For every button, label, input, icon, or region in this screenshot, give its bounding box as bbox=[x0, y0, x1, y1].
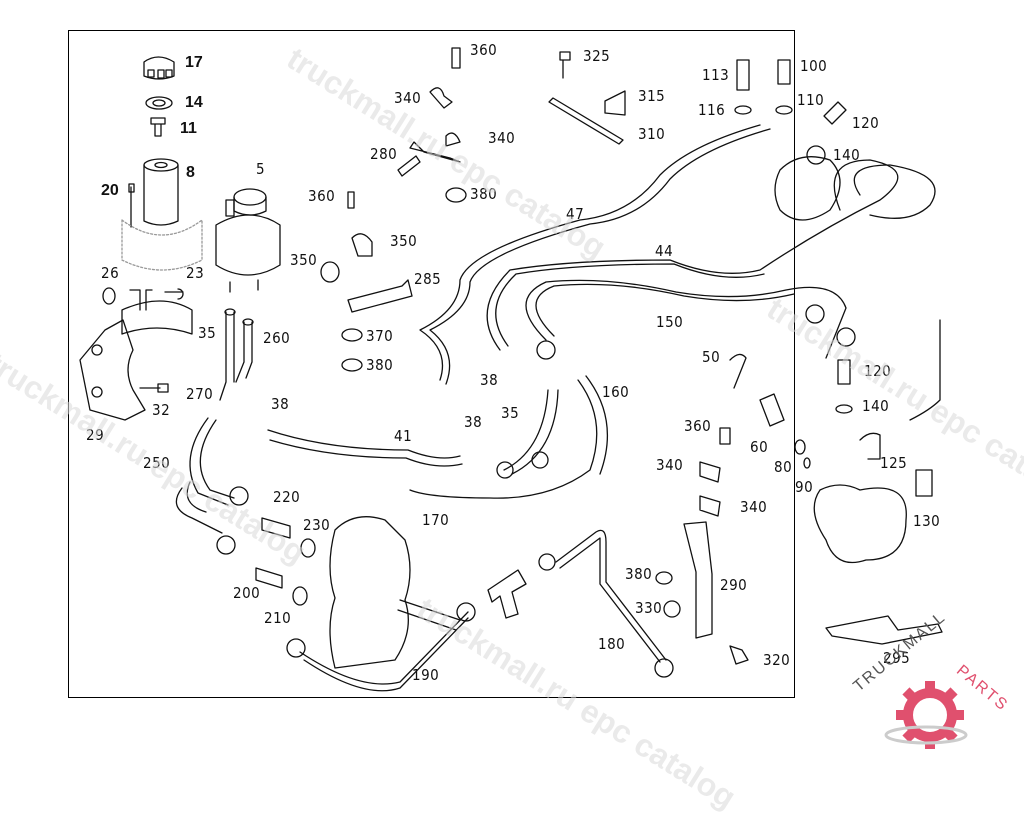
part-callout-140a[interactable]: 140 bbox=[833, 146, 861, 164]
part-callout-26[interactable]: 26 bbox=[101, 264, 120, 282]
gear-tooth bbox=[902, 728, 917, 743]
part-callout-360c[interactable]: 360 bbox=[684, 417, 712, 435]
part-callout-113[interactable]: 113 bbox=[702, 66, 730, 84]
lines-bottom bbox=[286, 529, 674, 692]
part-callout-80[interactable]: 80 bbox=[774, 458, 793, 476]
logo-gear-ring bbox=[903, 688, 957, 742]
part-callout-270[interactable]: 270 bbox=[186, 385, 214, 403]
part-callout-110[interactable]: 110 bbox=[797, 91, 825, 109]
reservoir-cap-part bbox=[143, 56, 175, 137]
part-callout-35a[interactable]: 35 bbox=[198, 324, 217, 342]
gear-tooth bbox=[925, 681, 935, 691]
part-callout-360a[interactable]: 360 bbox=[470, 41, 498, 59]
part-callout-280[interactable]: 280 bbox=[370, 145, 398, 163]
gear-tooth bbox=[943, 728, 958, 743]
part-callout-340a[interactable]: 340 bbox=[394, 89, 422, 107]
part-callout-340c[interactable]: 340 bbox=[656, 456, 684, 474]
filter-element-part bbox=[121, 158, 203, 271]
gear-tooth bbox=[954, 710, 964, 720]
part-callout-41[interactable]: 41 bbox=[394, 427, 413, 445]
part-callout-260[interactable]: 260 bbox=[263, 329, 291, 347]
diagram-viewer: 17 14 11 8 20 5 26 23 35 260 270 38 32 29 250 360 325 340… bbox=[0, 30, 1024, 816]
gear-tooth bbox=[902, 687, 917, 702]
part-callout-17[interactable]: 17 bbox=[185, 54, 203, 71]
fittings-left bbox=[255, 517, 316, 606]
part-callout-315[interactable]: 315 bbox=[638, 87, 666, 105]
part-callout-60[interactable]: 60 bbox=[750, 438, 769, 456]
part-callout-120a[interactable]: 120 bbox=[852, 114, 880, 132]
brand-logo: TRUCKMALL PARTS bbox=[850, 608, 1024, 750]
brackets-misc bbox=[320, 47, 943, 665]
part-callout-20[interactable]: 20 bbox=[101, 182, 119, 199]
gear-icon bbox=[884, 681, 968, 749]
part-callout-160[interactable]: 160 bbox=[602, 383, 630, 401]
part-callout-23[interactable]: 23 bbox=[186, 264, 205, 282]
part-callout-32[interactable]: 32 bbox=[152, 401, 171, 419]
pump-part bbox=[774, 156, 936, 564]
part-callout-130[interactable]: 130 bbox=[913, 512, 941, 530]
part-callout-140b[interactable]: 140 bbox=[862, 397, 890, 415]
pressure-lines bbox=[419, 124, 899, 385]
part-callout-330[interactable]: 330 bbox=[635, 599, 663, 617]
part-callout-47[interactable]: 47 bbox=[566, 205, 585, 223]
part-callout-38b[interactable]: 38 bbox=[480, 371, 499, 389]
part-callout-200[interactable]: 200 bbox=[233, 584, 261, 602]
part-callout-220[interactable]: 220 bbox=[273, 488, 301, 506]
hose-assembly bbox=[175, 308, 463, 555]
part-callout-370[interactable]: 370 bbox=[366, 327, 394, 345]
part-callout-120b[interactable]: 120 bbox=[864, 362, 892, 380]
part-callout-290[interactable]: 290 bbox=[720, 576, 748, 594]
part-callout-250[interactable]: 250 bbox=[143, 454, 171, 472]
part-callout-100[interactable]: 100 bbox=[800, 57, 828, 75]
part-callout-50[interactable]: 50 bbox=[702, 348, 721, 366]
part-callout-11[interactable]: 11 bbox=[180, 120, 197, 137]
part-callout-8[interactable]: 8 bbox=[186, 164, 195, 181]
part-callout-325[interactable]: 325 bbox=[583, 47, 611, 65]
part-callout-29[interactable]: 29 bbox=[86, 426, 105, 444]
part-callout-190[interactable]: 190 bbox=[412, 666, 440, 684]
part-callout-90[interactable]: 90 bbox=[795, 478, 814, 496]
part-callout-360b[interactable]: 360 bbox=[308, 187, 336, 205]
part-callout-180[interactable]: 180 bbox=[598, 635, 626, 653]
part-callout-350b[interactable]: 350 bbox=[290, 251, 318, 269]
part-callout-380c[interactable]: 380 bbox=[625, 565, 653, 583]
reservoir-part bbox=[215, 188, 281, 293]
part-callout-310[interactable]: 310 bbox=[638, 125, 666, 143]
part-callout-285[interactable]: 285 bbox=[414, 270, 442, 288]
fittings-right bbox=[699, 59, 941, 517]
steering-gear-part bbox=[329, 516, 461, 669]
part-callout-44[interactable]: 44 bbox=[655, 242, 674, 260]
diagram-frame bbox=[68, 30, 795, 698]
part-callout-320[interactable]: 320 bbox=[763, 651, 791, 669]
part-callout-150[interactable]: 150 bbox=[656, 313, 684, 331]
part-callout-5[interactable]: 5 bbox=[256, 160, 266, 178]
part-callout-340b[interactable]: 340 bbox=[488, 129, 516, 147]
part-callout-230[interactable]: 230 bbox=[303, 516, 331, 534]
part-callout-116[interactable]: 116 bbox=[698, 101, 726, 119]
part-callout-38c[interactable]: 38 bbox=[464, 413, 483, 431]
gear-tooth bbox=[896, 710, 906, 720]
part-callout-350a[interactable]: 350 bbox=[390, 232, 418, 250]
parts-illustration bbox=[79, 47, 943, 692]
part-callout-210[interactable]: 210 bbox=[264, 609, 292, 627]
mounting-bracket-part bbox=[79, 287, 193, 421]
part-callout-170[interactable]: 170 bbox=[422, 511, 450, 529]
part-callout-14[interactable]: 14 bbox=[185, 94, 203, 111]
return-lines bbox=[409, 375, 609, 499]
part-callout-35b[interactable]: 35 bbox=[501, 404, 520, 422]
part-callout-380a[interactable]: 380 bbox=[470, 185, 498, 203]
part-callout-380b[interactable]: 380 bbox=[366, 356, 394, 374]
part-callout-340d[interactable]: 340 bbox=[740, 498, 768, 516]
gear-tooth bbox=[943, 687, 958, 702]
part-callout-38a[interactable]: 38 bbox=[271, 395, 290, 413]
part-callout-125[interactable]: 125 bbox=[880, 454, 908, 472]
part-callout-295[interactable]: 295 bbox=[883, 649, 911, 667]
